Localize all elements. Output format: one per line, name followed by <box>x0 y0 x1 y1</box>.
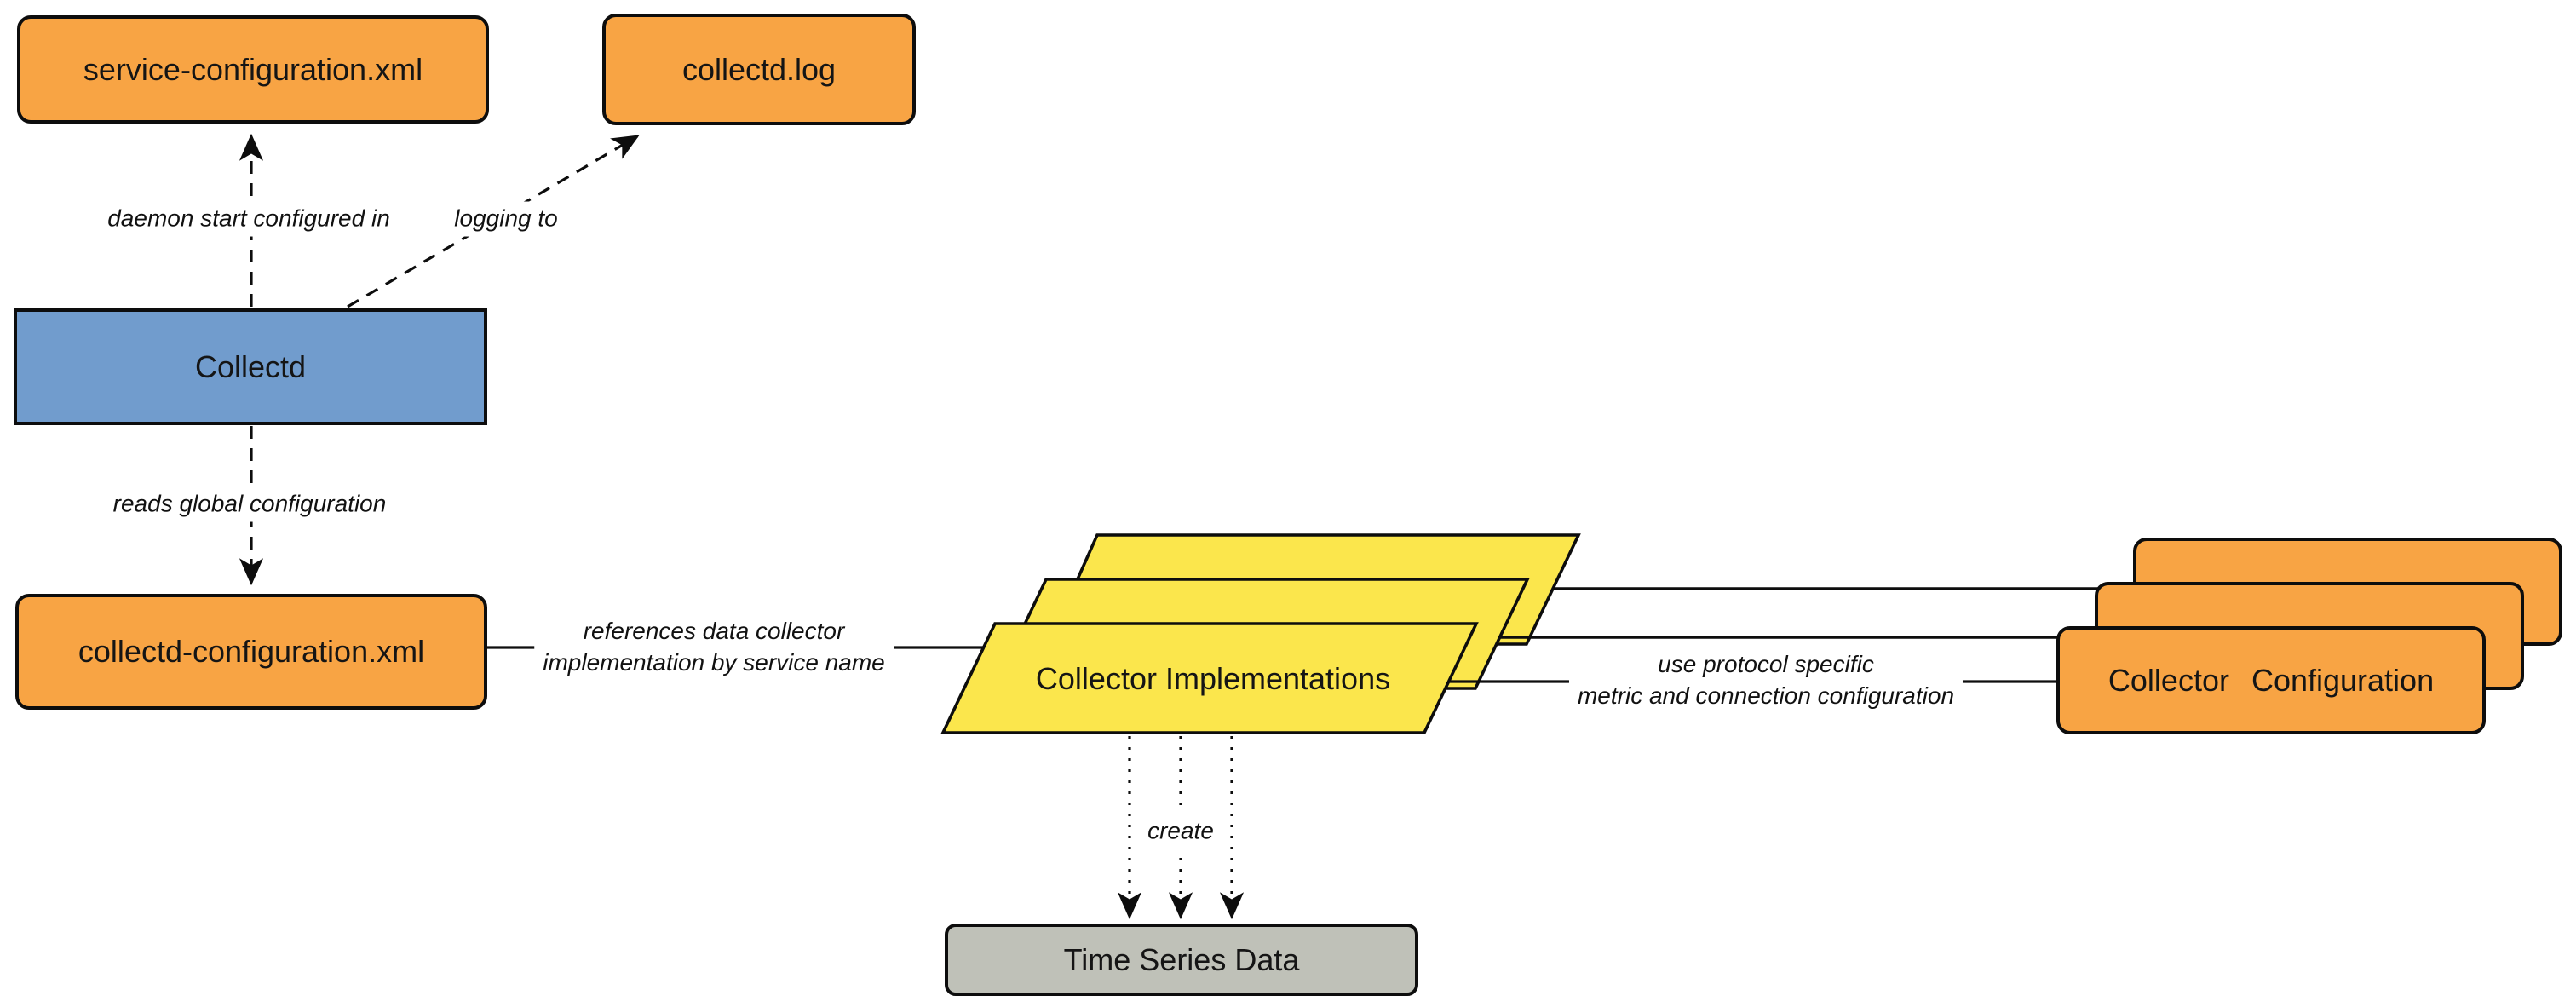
collector-implementations-front-shape <box>940 622 1479 734</box>
node-collector-configuration-label: Collector Configuration <box>2107 662 2435 698</box>
node-collectd: Collectd <box>14 308 487 425</box>
node-collectd-configuration-xml-label: collectd-configuration.xml <box>78 634 425 669</box>
node-collectd-configuration-xml: collectd-configuration.xml <box>15 594 487 710</box>
edge-label-create: create <box>1139 814 1222 849</box>
node-service-configuration-xml: service-configuration.xml <box>17 15 489 124</box>
node-time-series-data-label: Time Series Data <box>1063 941 1300 977</box>
edge-label-reads-global: reads global configuration <box>104 486 395 522</box>
node-collectd-log-label: collectd.log <box>681 51 837 87</box>
edge-label-references: references data collector implementation… <box>534 614 894 681</box>
node-service-configuration-xml-label: service-configuration.xml <box>83 51 423 87</box>
node-time-series-data: Time Series Data <box>945 924 1418 996</box>
edge-label-daemon-start: daemon start configured in <box>99 201 399 237</box>
node-collector-implementations-label: Collector Implementations <box>1035 661 1391 696</box>
edge-label-use-protocol: use protocol specific metric and connect… <box>1568 647 1964 714</box>
edge-logging-to-line <box>347 135 640 308</box>
node-collectd-log: collectd.log <box>602 14 916 125</box>
edge-label-logging-to: logging to <box>446 201 566 237</box>
node-collector-configuration: Collector Configuration <box>2056 626 2486 734</box>
node-collectd-label: Collectd <box>194 348 307 384</box>
